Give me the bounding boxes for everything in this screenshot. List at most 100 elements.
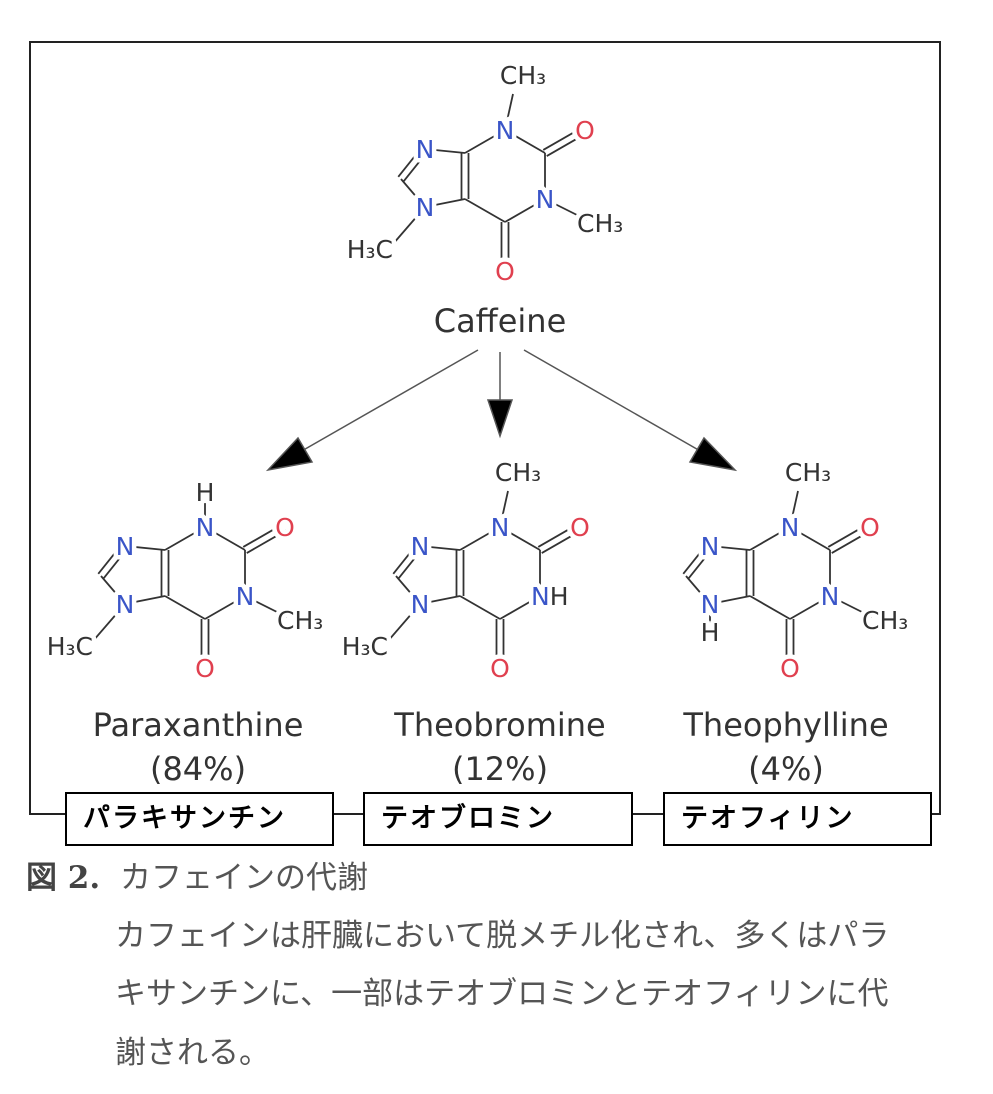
bond — [499, 526, 541, 551]
double-bond — [542, 126, 584, 151]
atom-label-o6: O — [780, 654, 800, 683]
bond — [829, 595, 873, 618]
caption-line-2: キサンチンに、一部はテオブロミンとテオフィリンに代 — [115, 976, 889, 1012]
double-bond — [103, 547, 129, 579]
atom-label-subB: H₃C — [347, 235, 393, 264]
atom-label-o2: O — [575, 116, 595, 145]
theophylline-name: Theophylline — [682, 706, 888, 744]
bond — [709, 595, 751, 605]
bond — [464, 198, 506, 223]
theobromine-name: Theobromine — [393, 706, 605, 744]
atom-label-nB: N — [411, 590, 430, 619]
atom-label-nA: N — [411, 532, 430, 561]
bond — [749, 526, 791, 551]
double-bond — [397, 146, 423, 178]
atom-label-subRight: CH₃ — [277, 606, 323, 635]
bond — [164, 595, 206, 620]
bond — [419, 545, 461, 551]
bond — [459, 526, 501, 551]
atom-label-subTop: CH₃ — [495, 458, 541, 487]
figure-frame — [29, 41, 941, 815]
bond — [789, 526, 831, 551]
bond — [464, 129, 506, 154]
atom-label-nA: N — [116, 532, 135, 561]
double-bond — [242, 523, 284, 548]
paraxanthine-percent: (84%) — [150, 750, 246, 788]
atom-label-nA: N — [416, 135, 435, 164]
bond — [424, 198, 466, 208]
double-bond — [403, 150, 429, 182]
bond — [459, 595, 501, 620]
double-bond — [392, 543, 418, 575]
double-bond — [398, 547, 424, 579]
figure-number: 図 2. — [26, 860, 101, 896]
atom-label-o2: O — [275, 513, 295, 542]
double-bond — [688, 547, 714, 579]
bond — [124, 545, 166, 551]
theophylline-jp-label: テオフィリン — [663, 792, 932, 846]
atom-label-o6: O — [195, 654, 215, 683]
bond — [392, 206, 426, 245]
double-bond — [246, 529, 288, 554]
atom-label-nTop: N — [196, 513, 215, 542]
double-bond — [537, 523, 579, 548]
bond — [164, 526, 206, 551]
bond — [419, 595, 461, 605]
bond — [244, 595, 288, 618]
paraxanthine-jp-label: パラキサンチン — [65, 792, 334, 846]
bond — [395, 575, 421, 605]
caption-line-3: 謝される。 — [115, 1035, 270, 1071]
atom-label-o6: O — [490, 654, 510, 683]
atom-label-o6: O — [495, 257, 515, 286]
arrowhead-theobromine — [486, 399, 514, 439]
bond — [749, 595, 791, 620]
atom-label-subB: H₃C — [342, 632, 388, 661]
bond — [504, 198, 546, 223]
atom-label-subTop: CH₃ — [500, 61, 546, 90]
paraxanthine-name: Paraxanthine — [93, 706, 304, 744]
arrowhead-theophylline — [688, 436, 738, 472]
atom-label-subRight: CH₃ — [577, 209, 623, 238]
double-bond — [97, 543, 123, 575]
arrows — [265, 349, 738, 472]
bond — [504, 129, 546, 154]
atom-label-subTop: CH₃ — [785, 458, 831, 487]
atom-label-o2: O — [570, 513, 590, 542]
theophylline-percent: (4%) — [748, 750, 824, 788]
bond — [92, 603, 126, 642]
double-bond — [546, 132, 588, 157]
atom-label-nB: N — [416, 193, 435, 222]
atom-label-subB: H₃C — [47, 632, 93, 661]
bond — [685, 575, 711, 605]
arrow-to-theophylline — [523, 349, 703, 453]
bond — [387, 603, 421, 642]
atom-label-nB: N — [701, 590, 720, 619]
bond — [499, 595, 541, 620]
bond — [204, 595, 246, 620]
atom-label-nRight: N — [236, 582, 255, 611]
bond — [709, 545, 751, 551]
double-bond — [827, 523, 869, 548]
atom-label-subTop: H — [196, 478, 215, 507]
atom-label-nRight: N — [821, 582, 840, 611]
bond — [124, 595, 166, 605]
bond — [424, 148, 466, 154]
atom-label-nTop: N — [496, 116, 515, 145]
bond — [499, 490, 509, 528]
theobromine-percent: (12%) — [452, 750, 548, 788]
atom-label-nB: N — [116, 590, 135, 619]
atom-label-nTop: N — [491, 513, 510, 542]
double-bond — [682, 543, 708, 575]
caffeine-label: Caffeine — [434, 302, 567, 340]
atom-label-subBH: H — [701, 618, 720, 647]
arrow-to-paraxanthine — [299, 349, 479, 453]
atom-label-nRight: NH — [531, 582, 569, 611]
figure-caption-heading: 図 2. カフェインの代謝 — [26, 852, 368, 897]
bond — [400, 178, 426, 208]
caption-line-1: カフェインは肝臓において脱メチル化され、多くはパラ — [115, 918, 890, 954]
arrowhead-paraxanthine — [265, 436, 314, 472]
